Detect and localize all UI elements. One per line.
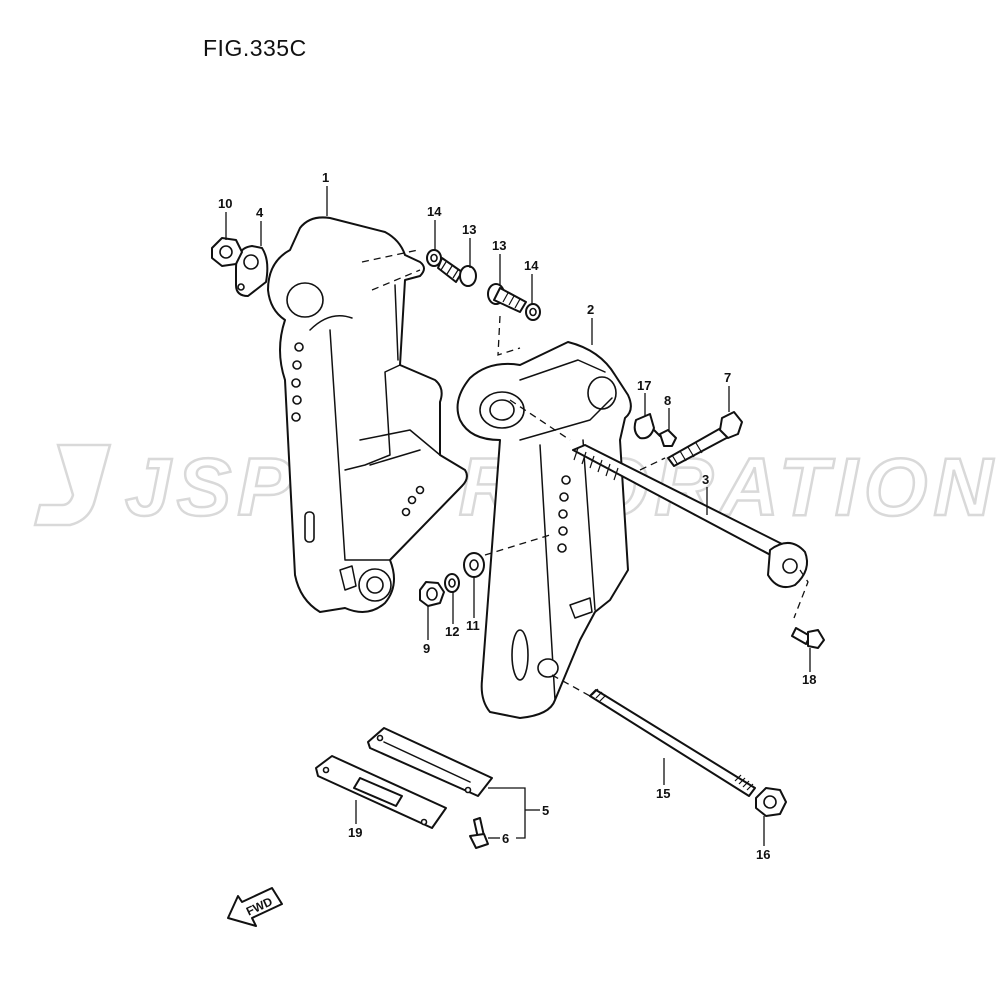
callout-2: 2 — [587, 302, 594, 317]
callout-9: 9 — [423, 641, 430, 656]
callout-3: 3 — [702, 472, 709, 487]
callout-8: 8 — [664, 393, 671, 408]
callout-13-lower: 13 — [492, 238, 506, 253]
callout-19: 19 — [348, 825, 362, 840]
callout-13-upper: 13 — [462, 222, 476, 237]
part-10-nut — [211, 237, 243, 267]
watermark-logo-mark — [33, 443, 112, 527]
part-5-plate — [367, 727, 493, 797]
callout-11: 11 — [466, 618, 480, 633]
assembly-lines — [361, 249, 809, 697]
callout-17: 17 — [637, 378, 651, 393]
callout-1: 1 — [322, 170, 329, 185]
callout-15: 15 — [656, 786, 670, 801]
callout-12: 12 — [445, 624, 459, 639]
part-16-nut — [755, 787, 787, 817]
part-15-long-bolt — [589, 688, 756, 797]
part-1-clamp-bracket-left — [267, 216, 468, 613]
part-14-washer-upper — [426, 249, 442, 267]
part-8-screw — [653, 429, 677, 447]
callout-4: 4 — [256, 205, 264, 220]
callout-14-upper: 14 — [427, 204, 442, 219]
part-6-screw — [469, 817, 489, 849]
part-12-washer — [444, 573, 460, 593]
part-17-clip — [633, 413, 655, 440]
callouts: 1 2 3 4 5 6 7 8 9 10 11 12 13 13 14 14 1… — [218, 170, 816, 862]
callout-16: 16 — [756, 847, 770, 862]
fwd-arrow-icon: FWD — [227, 887, 283, 927]
callout-10: 10 — [218, 196, 232, 211]
part-2-clamp-bracket-right — [456, 341, 632, 719]
figure-title: FIG.335C — [203, 35, 307, 61]
callout-6: 6 — [502, 831, 509, 846]
part-7-bolt — [667, 411, 743, 467]
part-13-bolt-upper — [437, 257, 477, 287]
callout-18: 18 — [802, 672, 816, 687]
part-19-plate — [315, 755, 447, 829]
part-9-nut — [419, 581, 445, 607]
part-14-washer-lower — [525, 303, 541, 321]
part-18-bolt — [791, 627, 825, 649]
callout-14-lower: 14 — [524, 258, 539, 273]
part-13-bolt-lower — [487, 283, 527, 313]
part-11-washer — [463, 552, 485, 578]
part-3-tilt-tube — [572, 444, 808, 588]
leader-lines — [225, 186, 811, 846]
callout-5: 5 — [542, 803, 549, 818]
callout-7: 7 — [724, 370, 731, 385]
